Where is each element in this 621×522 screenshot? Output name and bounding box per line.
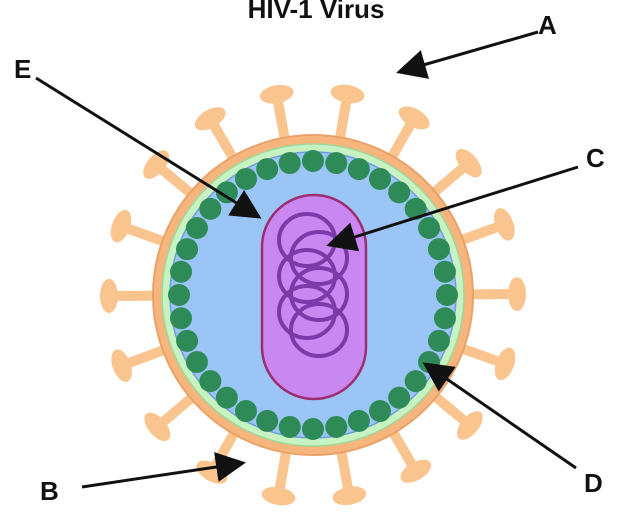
protein-dot [348, 410, 370, 432]
protein-dot [325, 152, 347, 174]
protein-dot [388, 387, 410, 409]
protein-dot [418, 351, 440, 373]
protein-dot [405, 370, 427, 392]
protein-dot [369, 400, 391, 422]
protein-dot [325, 416, 347, 438]
protein-dot [434, 307, 456, 329]
protein-dot [186, 351, 208, 373]
protein-dot [279, 152, 301, 174]
arrow-a [399, 32, 538, 72]
protein-dot [235, 168, 257, 190]
label-d: D [584, 468, 603, 498]
protein-dot [436, 284, 458, 306]
protein-dot [168, 284, 190, 306]
label-e: E [14, 54, 31, 84]
protein-dot [176, 330, 198, 352]
protein-dot [170, 307, 192, 329]
label-c: C [586, 143, 605, 173]
protein-dot [199, 370, 221, 392]
protein-dot [199, 198, 221, 220]
diagram-title: HIV-1 Virus [248, 0, 385, 24]
protein-dot [216, 387, 238, 409]
protein-dot [279, 416, 301, 438]
protein-dot [256, 410, 278, 432]
protein-dot [428, 238, 450, 260]
protein-dot [235, 400, 257, 422]
protein-dot [348, 158, 370, 180]
protein-dot [302, 418, 324, 440]
protein-dot [176, 238, 198, 260]
viral-core [262, 195, 366, 399]
protein-dot [302, 150, 324, 172]
protein-dot [418, 217, 440, 239]
protein-dot [256, 158, 278, 180]
protein-dot [186, 217, 208, 239]
protein-dot [369, 168, 391, 190]
protein-dot [428, 330, 450, 352]
protein-dot [434, 261, 456, 283]
label-b: B [40, 476, 59, 506]
label-a: A [538, 10, 557, 40]
protein-dot [170, 261, 192, 283]
protein-dot [388, 181, 410, 203]
